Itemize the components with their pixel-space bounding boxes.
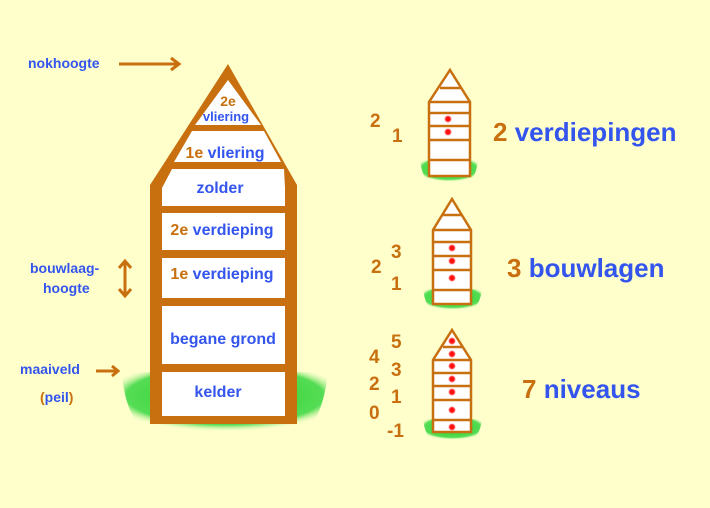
number: 4 bbox=[369, 347, 380, 368]
level-label: (peil) bbox=[40, 390, 73, 404]
floor2-word: verdieping bbox=[192, 222, 274, 239]
ridge-arrow bbox=[119, 56, 182, 72]
number: 3 bbox=[391, 360, 402, 381]
layer-height-label-2: hoogte bbox=[43, 280, 90, 296]
small-house-building-layers bbox=[423, 196, 482, 310]
floor2-label: 2e verdieping bbox=[170, 223, 273, 239]
ground-level-label: maaiveld bbox=[20, 361, 80, 377]
number: 1 bbox=[391, 387, 402, 408]
caption-count: 7 bbox=[522, 374, 537, 404]
attic1-word: vliering bbox=[207, 145, 265, 162]
number: 2 bbox=[369, 374, 380, 395]
caption-word: bouwlagen bbox=[528, 253, 665, 283]
levels-caption: 7 niveaus bbox=[522, 376, 641, 402]
paren-open: ( bbox=[40, 389, 45, 405]
caption-word: niveaus bbox=[543, 374, 641, 404]
number: 1 bbox=[391, 274, 402, 295]
main-house bbox=[122, 64, 328, 432]
attic2-number: 2e bbox=[220, 93, 236, 109]
basement-label: kelder bbox=[194, 384, 242, 401]
small-house-storeys bbox=[420, 67, 478, 182]
caption-count: 2 bbox=[493, 117, 508, 147]
ground-floor-label: begane grond bbox=[170, 331, 276, 348]
storeys-caption: 2 verdiepingen bbox=[493, 119, 677, 145]
floor2-number: 2e bbox=[170, 222, 189, 239]
number: 0 bbox=[369, 403, 380, 424]
number: 5 bbox=[391, 332, 402, 353]
attic1-label: 1e vliering bbox=[185, 146, 264, 162]
caption-word: verdiepingen bbox=[514, 117, 677, 147]
small-house-levels bbox=[423, 327, 482, 440]
attic2-label: vliering bbox=[202, 109, 250, 124]
layers-caption: 3 bouwlagen bbox=[507, 255, 664, 281]
floor1-label: 1e verdieping bbox=[170, 267, 273, 283]
paren-close: ) bbox=[68, 389, 74, 405]
attic1-number: 1e bbox=[185, 145, 204, 162]
layer-height-label-1: bouwlaag- bbox=[30, 260, 100, 276]
number: -1 bbox=[387, 421, 404, 442]
ground-level-arrow bbox=[96, 364, 121, 378]
number: 2 bbox=[370, 111, 381, 132]
number: 1 bbox=[392, 126, 403, 147]
level-word: peil bbox=[44, 389, 69, 405]
layer-height-arrow bbox=[117, 258, 133, 299]
number: 3 bbox=[391, 242, 402, 263]
ridge-height-label: nokhoogte bbox=[28, 55, 100, 71]
number: 2 bbox=[371, 257, 382, 278]
loft-label: zolder bbox=[196, 180, 244, 197]
floor1-word: verdieping bbox=[192, 266, 274, 283]
caption-count: 3 bbox=[507, 253, 522, 283]
floor1-number: 1e bbox=[170, 266, 189, 283]
